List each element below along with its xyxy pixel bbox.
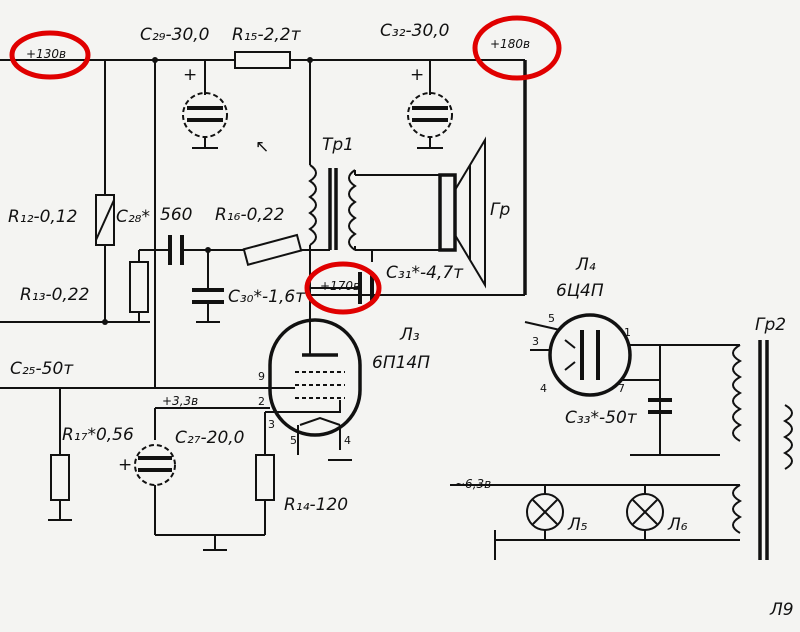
- plus-sign-c32: +: [410, 65, 424, 85]
- capacitor-c32: [407, 60, 453, 149]
- capacitor-c27: [134, 444, 265, 536]
- highlight-circle-170v: [304, 261, 382, 315]
- plus-sign-c29: +: [183, 65, 197, 85]
- label-c31: C₃₁*-4,7т: [386, 263, 464, 283]
- label-v-130: +130в: [26, 47, 66, 61]
- label-tp1: Тр1: [322, 135, 354, 155]
- pin-label-2: 2: [258, 395, 265, 408]
- label-c29: C₂₉-30,0: [140, 25, 210, 45]
- pin-label-5v: 5: [548, 312, 555, 325]
- pin-label-5: 5: [290, 434, 297, 447]
- label-l5: Л₅: [567, 515, 588, 535]
- pin-label-9: 9: [258, 370, 265, 383]
- label-r14: R₁₄-120: [284, 495, 348, 515]
- resistor-r13: [129, 261, 149, 313]
- pin-label-7v: 7: [618, 382, 625, 395]
- resistor-r14: [255, 454, 275, 501]
- label-v-180: +180в: [490, 37, 530, 51]
- resistor-r16: [242, 233, 303, 266]
- label-c33: C₃₃*-50т: [565, 408, 638, 428]
- pin-label-4v: 4: [540, 382, 547, 395]
- transformer-gr2: [732, 340, 793, 560]
- label-gr: Гр: [490, 200, 510, 220]
- label-c30: C₃₀*-1,6т: [228, 287, 306, 307]
- tube-l4: [548, 313, 632, 397]
- label-l4: Л₄: [575, 255, 596, 275]
- label-l3-type: 6П14П: [372, 353, 430, 373]
- pin-label-3v: 3: [532, 335, 539, 348]
- label-r12: R₁₂-0,12: [8, 207, 77, 227]
- highlight-circle-130v: [9, 30, 91, 80]
- arrow-mark: ↖: [255, 137, 269, 157]
- lamp-l5: [526, 485, 564, 540]
- highlight-circle-180v: [472, 15, 562, 81]
- label-v-3-3: +3,3в: [162, 394, 198, 408]
- label-l3: Л₃: [399, 325, 420, 345]
- loudspeaker-gr: [438, 136, 486, 289]
- plus-sign-c27: +: [118, 455, 132, 475]
- tube-l3: [268, 318, 362, 437]
- pin-label-4: 4: [344, 434, 351, 447]
- label-c25: C₂₅-50т: [10, 359, 74, 379]
- capacitor-c30: [192, 250, 224, 323]
- capacitor-c31: [310, 250, 374, 304]
- capacitor-c28: [155, 235, 245, 265]
- resistor-r15: [234, 51, 291, 69]
- label-r16: R₁₆-0,22: [215, 205, 284, 225]
- resistor-r17: [50, 454, 70, 501]
- pin-label-3: 3: [268, 418, 275, 431]
- label-c28-value: 560: [160, 205, 192, 225]
- top-rail: [0, 51, 525, 69]
- capacitor-c29: [182, 60, 228, 149]
- label-l9: Л9: [769, 600, 794, 620]
- label-r15: R₁₅-2,2т: [232, 25, 302, 45]
- label-r13: R₁₃-0,22: [20, 285, 89, 305]
- label-c28: C₂₈*: [116, 207, 150, 227]
- transformer-tp1: [307, 57, 440, 330]
- lamp-l6: [626, 485, 664, 540]
- pin-label-1v: 1: [624, 326, 631, 339]
- label-l4-type: 6Ц4П: [556, 281, 604, 301]
- label-c32: C₃₂-30,0: [380, 21, 450, 41]
- label-l6: Л₆: [667, 515, 688, 535]
- label-v-6-3: ~6,3в: [455, 477, 491, 491]
- label-gr2: Гр2: [755, 315, 786, 335]
- capacitor-c33: [630, 398, 720, 456]
- label-v-170: +170в: [320, 279, 360, 293]
- label-r17: R₁₇*0,56: [62, 425, 134, 445]
- label-c27: C₂₇-20,0: [175, 428, 245, 448]
